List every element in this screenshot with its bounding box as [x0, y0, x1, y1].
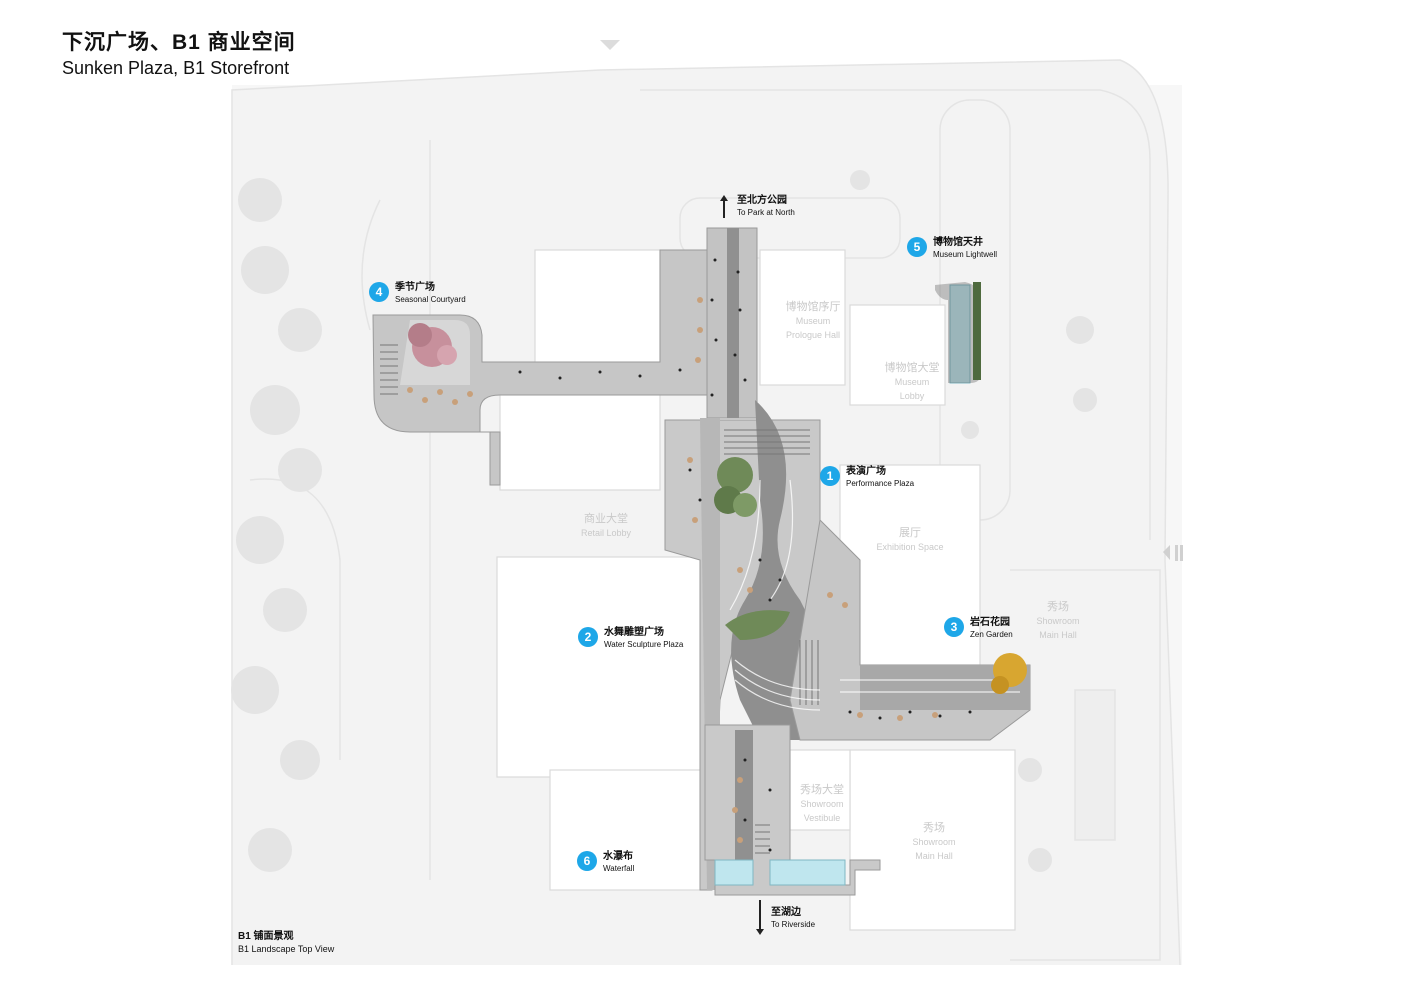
- callout-label-en: Museum Lightwell: [933, 250, 998, 259]
- callout-waterfall: 6 水瀑布 Waterfall: [577, 851, 634, 875]
- stairs: [380, 344, 819, 854]
- building-label-en: Prologue Hall: [785, 330, 841, 340]
- context-trees: [231, 170, 1097, 872]
- building-label-cn: 展厅: [899, 527, 921, 539]
- callout-label-cn: 表演广场: [846, 466, 886, 477]
- building-label-en: Museum: [795, 316, 831, 326]
- direction-south: 至湖边 To Riverside: [771, 907, 815, 931]
- view-caption-en: B1 Landscape Top View: [238, 944, 335, 954]
- cafe-tables: [407, 297, 938, 843]
- direction-south-en: To Riverside: [771, 920, 816, 929]
- direction-north-cn: 至北方公园: [737, 195, 787, 206]
- building-label-cn: 商业大堂: [584, 513, 628, 525]
- building-label-en: Retail Lobby: [580, 528, 632, 538]
- page-title-en: Sunken Plaza, B1 Storefront: [62, 58, 290, 78]
- building-label-en: Lobby: [899, 391, 925, 401]
- building-label: 商业大堂 Retail Lobby: [556, 512, 656, 540]
- callout-label-cn: 博物馆天井: [933, 237, 983, 248]
- building-label-cn: 秀场: [1047, 601, 1069, 613]
- callout-label-en: Water Sculpture Plaza: [604, 640, 684, 649]
- callout-number: 1: [820, 466, 840, 486]
- callout-label-en: Seasonal Courtyard: [395, 295, 466, 304]
- callout-label-cn: 水瀑布: [603, 851, 633, 862]
- building-label: 博物馆大堂 Museum Lobby: [862, 361, 962, 403]
- callout-number: 6: [577, 851, 597, 871]
- callout-number: 4: [369, 282, 389, 302]
- view-caption: B1 铺面景观 B1 Landscape Top View: [238, 930, 334, 956]
- page-title: 下沉广场、B1 商业空间 Sunken Plaza, B1 Storefront: [62, 30, 296, 80]
- callout-number: 3: [944, 617, 964, 637]
- view-caption-cn: B1 铺面景观: [238, 931, 294, 942]
- sunken-plaza-paving: [372, 227, 1031, 896]
- callout-seasonal-courtyard: 4 季节广场 Seasonal Courtyard: [369, 282, 466, 306]
- callout-label-en: Waterfall: [603, 864, 635, 873]
- direction-south-cn: 至湖边: [771, 907, 801, 918]
- callout-museum-lightwell: 5 博物馆天井 Museum Lightwell: [907, 237, 997, 261]
- paving-lines: [729, 479, 1020, 711]
- building-label-en: Vestibule: [803, 813, 841, 823]
- callout-zen-garden: 3 岩石花园 Zen Garden: [944, 617, 1013, 641]
- south-arrow-icon: [756, 900, 764, 935]
- callout-label-en: Performance Plaza: [846, 479, 915, 488]
- callout-label-en: Zen Garden: [970, 630, 1013, 639]
- building-label: 展厅 Exhibition Space: [850, 526, 970, 554]
- water-features: [714, 282, 980, 886]
- building-label-cn: 秀场大堂: [800, 784, 844, 796]
- callout-number: 5: [907, 237, 927, 257]
- callout-performance-plaza: 1 表演广场 Performance Plaza: [820, 466, 914, 490]
- direction-north: 至北方公园 To Park at North: [737, 195, 795, 219]
- building-label: 秀场 Showroom Main Hall: [894, 821, 974, 863]
- building-label: 博物馆序厅 Museum Prologue Hall: [763, 300, 863, 342]
- building-label: 秀场 Showroom Main Hall: [1018, 600, 1098, 642]
- callout-label-cn: 水舞雕塑广场: [604, 627, 664, 638]
- callout-number: 2: [578, 627, 598, 647]
- building-label: 秀场大堂 Showroom Vestibule: [782, 783, 862, 825]
- furniture-dots: [518, 258, 972, 852]
- building-label-en: Showroom: [912, 837, 956, 847]
- callout-label-cn: 岩石花园: [970, 617, 1010, 628]
- page-title-cn: 下沉广场、B1 商业空间: [62, 31, 296, 54]
- north-arrow-icon: [720, 195, 728, 218]
- vegetation: [408, 282, 1027, 694]
- callout-water-sculpture-plaza: 2 水舞雕塑广场 Water Sculpture Plaza: [578, 627, 683, 651]
- building-label-cn: 秀场: [923, 822, 945, 834]
- building-label-en: Main Hall: [915, 851, 953, 861]
- building-label-en: Showroom: [800, 799, 844, 809]
- building-label-en: Museum: [894, 377, 930, 387]
- building-label-en: Exhibition Space: [876, 542, 944, 552]
- building-label-cn: 博物馆大堂: [884, 362, 940, 374]
- callout-label-cn: 季节广场: [395, 282, 435, 293]
- building-label-en: Main Hall: [1039, 630, 1077, 640]
- context-buildings: [496, 249, 1016, 931]
- building-label-en: Showroom: [1036, 616, 1080, 626]
- building-label-cn: 博物馆序厅: [785, 301, 841, 313]
- direction-north-en: To Park at North: [737, 208, 795, 217]
